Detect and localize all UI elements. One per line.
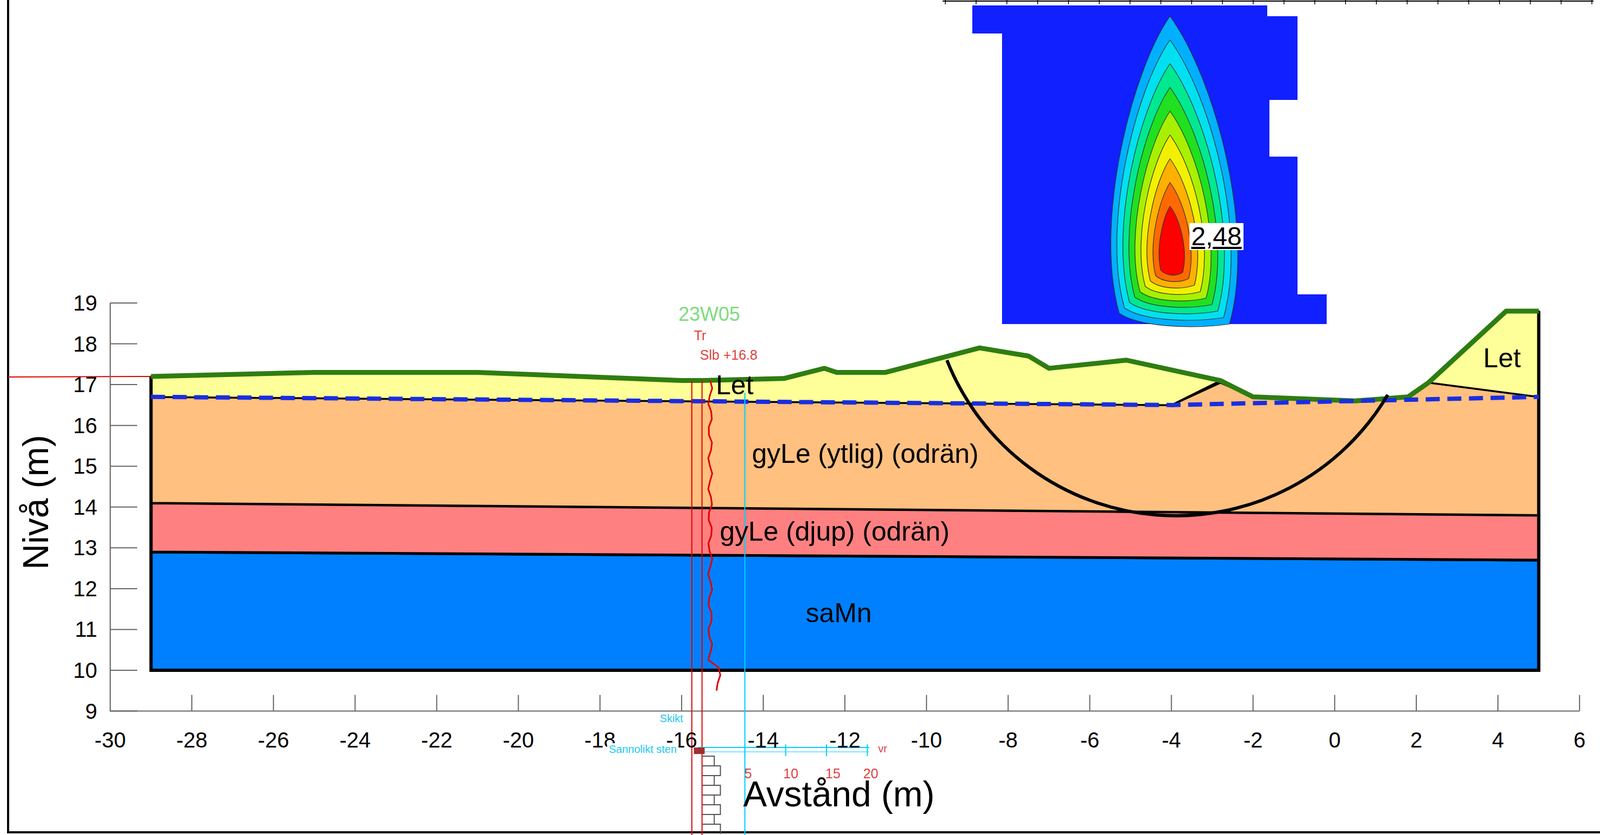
layer-name: gyLe (djup) (odrän) — [720, 516, 950, 547]
safety-factor: 2,48 — [1189, 223, 1243, 251]
tick-label: -6 — [1080, 729, 1100, 751]
scale-number: 20 — [863, 767, 879, 781]
layer-name: Let — [1483, 343, 1522, 374]
soil-layer-label: Let — [711, 368, 758, 403]
tick-label: -26 — [257, 729, 289, 751]
tick-label: 0 — [1328, 729, 1341, 751]
log-note: Skikt — [659, 713, 683, 724]
scale-number: 5 — [744, 767, 752, 781]
tick-label: 11 — [74, 618, 98, 641]
tick-label: -8 — [998, 729, 1019, 751]
borehole-note: Tr — [694, 328, 707, 343]
soil-layer-label: Let — [1479, 341, 1526, 376]
tick-label: -30 — [94, 729, 126, 751]
tick-label: -14 — [747, 729, 779, 751]
tick-label: 2 — [1410, 729, 1423, 751]
tick-label: 18 — [73, 333, 98, 355]
axis-title: Nivå (m) — [17, 434, 54, 570]
scale-number: 15 — [825, 767, 841, 781]
tick-label: -10 — [910, 729, 943, 751]
tick-label: 4 — [1491, 729, 1504, 751]
tick-label: -22 — [421, 729, 453, 751]
soil-layer-label: gyLe (djup) (odrän) — [715, 514, 954, 549]
tick-label: 17 — [73, 373, 98, 396]
axis-title: Avstånd (m) — [743, 776, 936, 812]
ground-surface — [151, 311, 1539, 401]
tick-label: -24 — [339, 729, 371, 751]
tick-label: -12 — [829, 729, 861, 751]
groundwater-level — [151, 397, 1539, 406]
log-note: vr — [878, 743, 888, 755]
tick-label: -4 — [1161, 729, 1182, 751]
tick-label: 15 — [73, 455, 98, 477]
tick-label: 19 — [73, 292, 98, 314]
borehole-id: 23W05 — [678, 304, 741, 325]
scale-number: 10 — [783, 767, 799, 781]
soil-layer — [1428, 311, 1539, 398]
layer-name: saMn — [805, 597, 872, 629]
tick-label: 9 — [85, 700, 98, 723]
tick-label: -28 — [176, 729, 208, 751]
slip-surface — [946, 360, 1388, 516]
log-note: Sannolikt sten — [607, 743, 679, 756]
soil-layer-label: gyLe (ytlig) (odrän) — [747, 437, 984, 472]
frame — [8, 0, 1600, 833]
safety-factor-contour — [942, 0, 1594, 327]
tick-label: 12 — [73, 577, 98, 600]
layer-name: Let — [715, 370, 754, 401]
soil-layer — [151, 552, 1539, 671]
tick-label: 13 — [73, 536, 98, 559]
tick-label: -2 — [1243, 729, 1263, 751]
layer-name: gyLe (ytlig) (odrän) — [751, 438, 979, 469]
soil-layer-label: saMn — [801, 596, 877, 631]
soil-layer — [151, 382, 1539, 516]
section-border — [151, 311, 1539, 671]
tick-label: 6 — [1573, 729, 1586, 751]
axes — [110, 303, 1580, 712]
tick-label: -20 — [502, 729, 535, 751]
tick-label: 10 — [73, 659, 98, 682]
tick-label: 16 — [73, 414, 98, 437]
borehole-note: Slb +16.8 — [700, 348, 758, 362]
tick-label: 14 — [73, 496, 98, 519]
